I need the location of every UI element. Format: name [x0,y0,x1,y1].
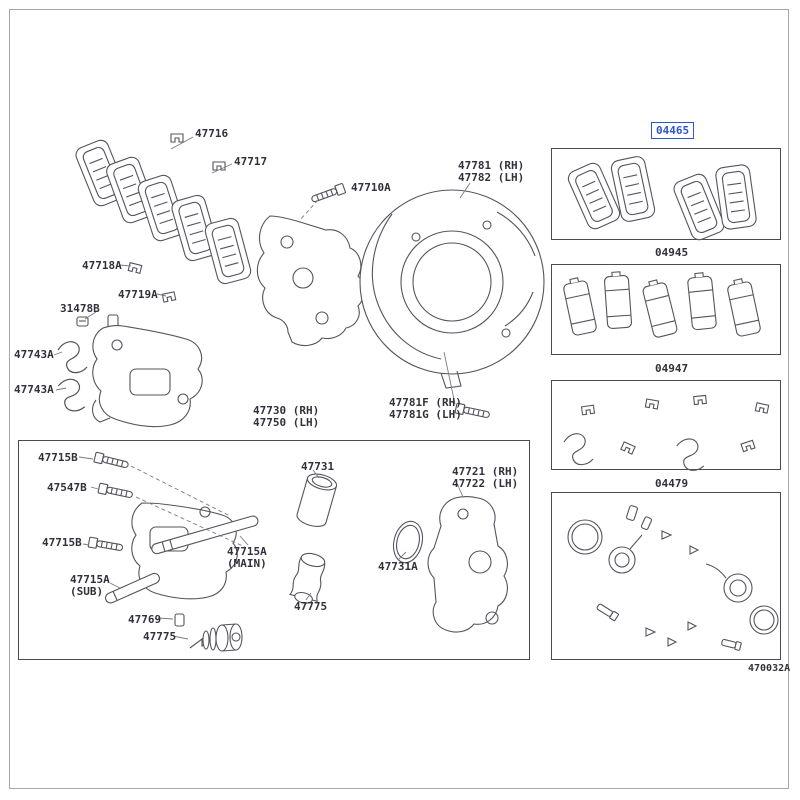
part-label-47715a-main-number: 47715A [227,545,267,558]
part-label-47715b-1[interactable]: 47715B [38,451,78,464]
kit-label-04465-selected[interactable]: 04465 [651,122,695,139]
part-label-47781f-rh: 47781F (RH) [389,396,462,409]
part-label-47781f-47781g[interactable]: 47781F (RH) 47781G (LH) [389,397,462,421]
part-label-47715a-main[interactable]: 47715A (MAIN) [227,546,267,570]
part-label-47719a[interactable]: 47719A [118,288,158,301]
part-label-47731[interactable]: 47731 [301,460,335,473]
kit-box-shims [551,264,781,355]
kit-label-04947[interactable]: 04947 [655,362,689,375]
part-label-47718a[interactable]: 47718A [82,259,122,272]
part-label-47715a-sub-number: 47715A [70,573,110,586]
part-label-47721-rh: 47721 (RH) [452,465,519,478]
part-label-47775-piston-boot[interactable]: 47775 [294,600,328,613]
kit-label-04479[interactable]: 04479 [655,477,689,490]
part-label-47743a-upper[interactable]: 47743A [14,348,54,361]
part-label-47775-pin-boot[interactable]: 47775 [143,630,177,643]
kit-box-pads [551,148,781,240]
part-label-47781g-lh: 47781G (LH) [389,408,462,421]
part-label-47721-47722[interactable]: 47721 (RH) 47722 (LH) [452,466,518,490]
part-label-47743a-lower[interactable]: 47743A [14,383,54,396]
kit-box-cylinder [551,492,781,660]
part-label-47731a[interactable]: 47731A [378,560,418,573]
part-label-47730-47750[interactable]: 47730 (RH) 47750 (LH) [253,405,319,429]
part-label-47782-lh: 47782 (LH) [458,171,525,184]
part-label-47781-47782[interactable]: 47781 (RH) 47782 (LH) [458,160,524,184]
part-label-47769[interactable]: 47769 [128,613,162,626]
kit-box-fittings [551,380,781,470]
part-label-47781-rh: 47781 (RH) [458,159,525,172]
part-label-47722-lh: 47722 (LH) [452,477,519,490]
part-label-47547b[interactable]: 47547B [47,481,87,494]
part-label-47715a-main-note: (MAIN) [227,557,267,570]
part-label-47710a[interactable]: 47710A [351,181,391,194]
part-label-47715a-sub[interactable]: 47715A (SUB) [70,574,110,598]
part-label-47715a-sub-note: (SUB) [70,585,104,598]
part-label-47715b-2[interactable]: 47715B [42,536,82,549]
part-label-47716[interactable]: 47716 [195,127,229,140]
kit-label-04945[interactable]: 04945 [655,246,689,259]
part-label-47717[interactable]: 47717 [234,155,268,168]
page-border [9,9,789,789]
part-label-31478b[interactable]: 31478B [60,302,100,315]
caliper-group-box [18,440,530,660]
part-label-47730-rh: 47730 (RH) [253,404,320,417]
figure-code: 470032A [748,663,791,674]
part-label-47750-lh: 47750 (LH) [253,416,320,429]
